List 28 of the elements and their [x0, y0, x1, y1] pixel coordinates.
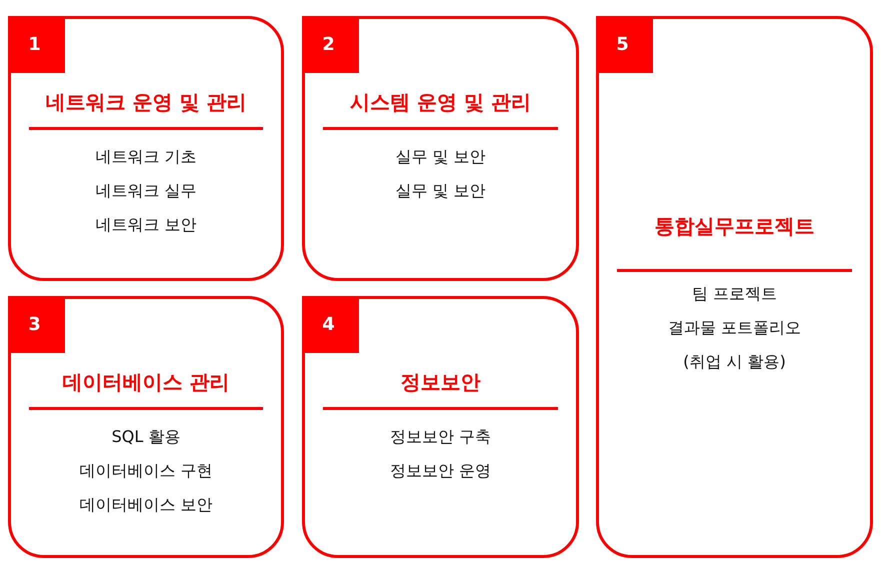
- course-item: 정보보안 운영: [388, 461, 492, 482]
- course-item: 네트워크 보안: [94, 215, 198, 236]
- course-item: 팀 프로젝트: [690, 284, 778, 305]
- course-item: (취업 시 활용): [682, 352, 787, 373]
- course-item: SQL 활용: [110, 427, 182, 448]
- card-title: 시스템 운영 및 관리: [349, 89, 532, 116]
- course-item: 데이터베이스 보안: [78, 495, 214, 516]
- course-item: 네트워크 실무: [94, 181, 198, 202]
- course-card: [302, 16, 579, 281]
- card-title: 데이터베이스 관리: [62, 369, 230, 396]
- course-item: 실무 및 보안: [394, 147, 487, 168]
- course-item: 결과물 포트폴리오: [666, 318, 802, 339]
- card-title: 통합실무프로젝트: [654, 213, 816, 240]
- course-card: [8, 296, 284, 558]
- step-number: 5: [596, 16, 653, 73]
- step-number: 4: [302, 296, 359, 353]
- card-title: 정보보안: [400, 369, 482, 396]
- step-number: 3: [8, 296, 65, 353]
- card-title: 네트워크 운영 및 관리: [44, 89, 248, 116]
- course-item: 데이터베이스 구현: [78, 461, 214, 482]
- course-item: 네트워크 기초: [94, 147, 198, 168]
- course-card: [302, 296, 579, 558]
- course-card: [596, 16, 873, 558]
- step-number: 2: [302, 16, 359, 73]
- step-number: 1: [8, 16, 65, 73]
- course-item: 정보보안 구축: [388, 427, 492, 448]
- course-item: 실무 및 보안: [394, 181, 487, 202]
- course-card: [8, 16, 284, 281]
